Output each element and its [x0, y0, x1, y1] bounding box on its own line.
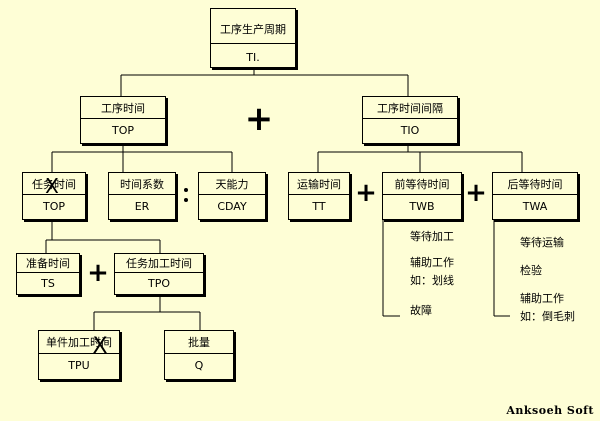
- plus-symbol: +: [465, 178, 487, 208]
- node-operation-time: 工序时间 TOP: [80, 96, 166, 144]
- node-transport-time: 运输时间 TT: [288, 172, 350, 220]
- node-production-cycle: 工序生产周期 TI.: [210, 8, 296, 68]
- node-label: 后等待时间: [507, 178, 563, 191]
- node-label: 天能力: [215, 178, 249, 191]
- node-label: 工序时间: [101, 102, 145, 115]
- node-preparation-time: 准备时间 TS: [16, 253, 80, 295]
- node-code: Q: [194, 359, 204, 372]
- node-divider: [363, 118, 457, 119]
- node-batch-size: 批量 Q: [164, 330, 234, 380]
- node-post-wait-time: 后等待时间 TWA: [492, 172, 578, 220]
- watermark: Anksoeh Soft: [506, 404, 594, 417]
- pre-wait-item: 辅助工作: [410, 256, 454, 269]
- node-code: CDAY: [217, 200, 247, 213]
- node-label: 工序时间间隔: [377, 102, 443, 115]
- pre-wait-item: 如：划线: [410, 274, 454, 287]
- node-divider: [199, 194, 265, 195]
- node-task-time: 任务时间 TOP: [22, 172, 86, 220]
- node-divider: [81, 118, 165, 119]
- node-label: 工序生产周期: [220, 23, 286, 36]
- divide-icon: [184, 188, 188, 202]
- node-time-interval: 工序时间间隔 TIO: [362, 96, 458, 144]
- node-code: TPU: [68, 359, 90, 372]
- node-label: 时间系数: [120, 178, 164, 191]
- node-pre-wait-time: 前等待时间 TWB: [382, 172, 462, 220]
- node-code: TOP: [111, 124, 134, 137]
- node-code: TS: [41, 277, 55, 290]
- post-wait-item: 辅助工作: [520, 292, 564, 305]
- post-wait-item: 检验: [520, 264, 542, 277]
- node-divider: [493, 194, 577, 195]
- node-code: TWB: [409, 200, 435, 213]
- node-daily-capacity: 天能力 CDAY: [198, 172, 266, 220]
- plus-symbol: +: [244, 99, 274, 139]
- node-code: TPO: [147, 277, 170, 290]
- node-divider: [115, 272, 203, 273]
- node-divider: [165, 353, 233, 354]
- divide-symbol: [177, 184, 195, 211]
- node-divider: [109, 194, 175, 195]
- node-unit-processing-time: 单件加工时间 TPU: [38, 330, 120, 380]
- node-task-processing-time: 任务加工时间 TPO: [114, 253, 204, 295]
- node-divider: [211, 43, 295, 44]
- pre-wait-item: 故障: [410, 304, 432, 317]
- node-label: 任务加工时间: [126, 257, 192, 270]
- node-code: ER: [134, 200, 150, 213]
- node-label: 准备时间: [26, 257, 70, 270]
- post-wait-item: 如：倒毛刺: [520, 310, 575, 323]
- plus-symbol: +: [87, 258, 109, 288]
- node-time-coefficient: 时间系数 ER: [108, 172, 176, 220]
- plus-symbol: +: [355, 178, 377, 208]
- node-code: TWA: [522, 200, 548, 213]
- node-divider: [289, 194, 349, 195]
- multiply-symbol: X: [92, 334, 108, 359]
- node-code: TIO: [400, 124, 420, 137]
- node-label: 前等待时间: [394, 178, 450, 191]
- node-divider: [17, 272, 79, 273]
- node-label: 运输时间: [297, 178, 341, 191]
- multiply-symbol: X: [45, 174, 59, 198]
- node-code: TT: [312, 200, 326, 213]
- node-label: 任务时间: [32, 178, 76, 191]
- node-divider: [23, 194, 85, 195]
- node-divider: [39, 353, 119, 354]
- node-divider: [383, 194, 461, 195]
- node-code: TI.: [246, 51, 260, 64]
- pre-wait-item: 等待加工: [410, 230, 454, 243]
- node-label: 批量: [188, 336, 210, 349]
- node-code: TOP: [42, 200, 65, 213]
- node-label: 单件加工时间: [46, 336, 112, 349]
- post-wait-item: 等待运输: [520, 236, 564, 249]
